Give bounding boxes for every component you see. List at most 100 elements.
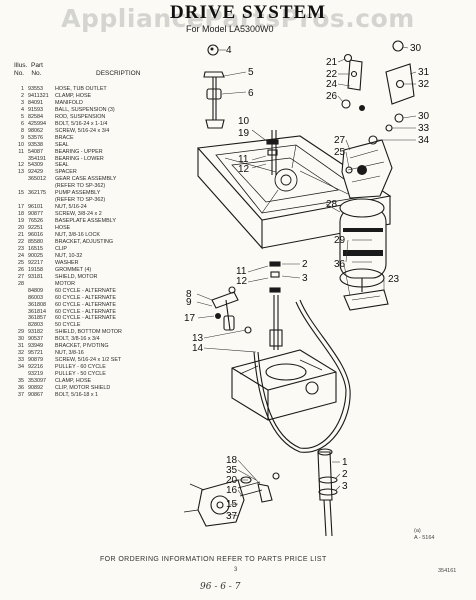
illus-header: Illus. [14,62,28,69]
part-number: 93538 [28,141,43,148]
parts-list-row: 11 54087 BEARING - UPPER [14,149,182,156]
ref-code-2: A - 5164 [414,535,435,541]
part-illus-no: 33 [18,357,24,364]
part-description: HOSE [55,225,71,232]
part-number: 90537 [28,336,43,343]
callout-16: 16 [226,485,238,496]
part-illus-no: 18 [18,211,24,218]
part-number: 86003 [28,294,43,301]
part-description: MANIFOLD [55,99,83,106]
part-illus-no: 24 [18,252,24,259]
part-number: 19158 [28,266,43,273]
reference-code: (a) A - 5164 [414,528,435,542]
callout-22: 22 [326,69,338,80]
part-description: 60 CYCLE - ALTERNATE [55,301,116,308]
callout-3: 3 [302,273,308,284]
drive-shaft-part [269,295,283,350]
handwritten-note: 96 - 6 - 7 [200,582,241,592]
part-number: 93219 [28,371,43,378]
part-description: SEAL [55,141,69,148]
part-description: 60 CYCLE - ALTERNATE [55,308,116,315]
callout-36: 36 [334,259,346,270]
model-label: For Model LA5300W0 [186,24,274,34]
lower-bearing-part [269,261,281,293]
part-illus-no: 13 [18,169,24,176]
part-number: 54309 [28,162,43,169]
part-number: 84091 [28,99,43,106]
part-description: BEARING - UPPER [55,148,103,155]
callout-9: 9 [186,297,192,308]
part-illus-no: 37 [18,391,24,398]
part-description: SCREW, 3/8-24 x 2 [55,211,102,218]
part-description: BEARING - LOWER [55,155,104,162]
part-illus-no: 1 [21,86,24,92]
part-description: PULLEY - 50 CYCLE [55,371,106,378]
callout-35: 35 [226,465,238,476]
part-number: 90877 [28,211,43,218]
part-number: 84809 [28,287,43,294]
callout-30: 30 [410,43,422,54]
parts-list-row: 93219 PULLEY - 50 CYCLE [14,371,182,378]
no-header: No. [14,70,25,77]
callout-4: 4 [226,45,232,56]
part-number: 365012 [28,176,46,183]
ordering-info-footer: FOR ORDERING INFORMATION REFER TO PARTS … [100,556,327,563]
part-number: 82584 [28,113,43,120]
part-number: 95721 [28,350,43,357]
part-description: GROMMET (4) [55,266,92,273]
part-number: 93181 [28,273,43,280]
part-description: SPACER [55,169,77,176]
callout-37: 37 [226,511,238,522]
part-description: CLIP, MOTOR SHIELD [55,384,111,391]
part-illus-no: 11 [18,148,24,155]
part-description: NUT, 5/16-24 [55,204,87,211]
part-illus-no: 34 [18,364,24,371]
part-description: 60 CYCLE - ALTERNATE [55,315,116,322]
part-illus-no: 19 [18,218,24,225]
callout-2: 2 [302,259,308,270]
callout-23: 23 [388,274,400,285]
page-title: DRIVE SYSTEM [170,2,327,23]
part-description: 50 CYCLE [55,322,81,329]
no2-header: No. [31,70,42,77]
part-illus-no: 12 [18,162,24,169]
part-number: 98062 [28,127,43,134]
callout-21: 21 [326,57,338,68]
drive-belt-part [253,299,351,453]
part-description: BASEPLATE ASSEMBLY [55,218,116,225]
part-illus-no: 3 [21,99,24,106]
part-number: 92429 [28,169,43,176]
brace-part [211,291,239,331]
part-number: 90892 [28,384,43,391]
callout-12b: 12 [236,276,248,287]
part-description: (REFER TO SP-362) [55,183,106,190]
part-description: CLAMP, HOSE [55,92,92,99]
part-description: SEAL [55,162,69,169]
part-description: (REFER TO SP-362) [55,197,106,204]
part-description: CLAMP, HOSE [55,378,92,385]
callout-15: 15 [226,499,238,510]
part-description: BOLT, 5/16-18 x 1 [55,391,99,398]
part-number: 54087 [28,148,43,155]
